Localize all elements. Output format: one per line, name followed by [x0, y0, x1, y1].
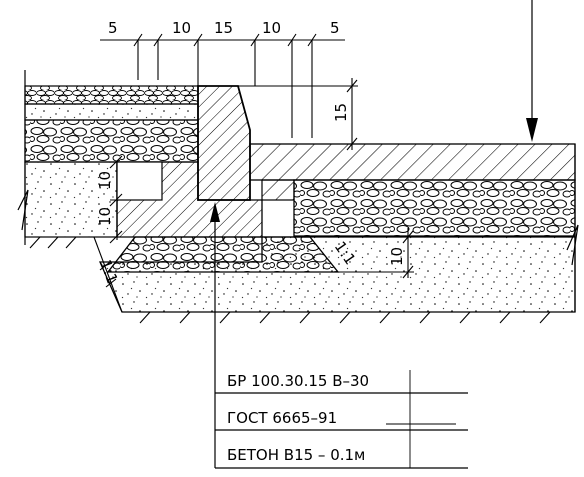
- dim-top-10-left: 10: [172, 19, 191, 37]
- gravel-layer-right: [293, 179, 576, 237]
- dim-top-5-right: 5: [330, 19, 340, 37]
- leader-line: [210, 202, 220, 468]
- break-lines: [17, 70, 579, 312]
- curb-height-dimension: [238, 78, 358, 151]
- top-dimension: [100, 33, 345, 138]
- sand-layer-upper: [24, 103, 199, 121]
- dim-left-lower: 10: [96, 207, 114, 226]
- foundation-gap: [116, 161, 163, 201]
- note-concrete: БЕТОН В15 – 0.1м: [227, 446, 365, 464]
- dim-curb-height: 15: [332, 103, 350, 122]
- left-dimensions: [109, 155, 162, 244]
- dim-top-5-left: 5: [108, 19, 118, 37]
- note-standard: ГОСТ 6665–91: [227, 409, 337, 427]
- annotation-block: [215, 370, 468, 469]
- asphalt-layer: [249, 143, 576, 181]
- dim-top-10-right: 10: [262, 19, 281, 37]
- load-arrow: [526, 0, 538, 142]
- top-small-stone-layer: [24, 85, 199, 105]
- curb-stone: [197, 85, 251, 201]
- gravel-cushion: [106, 236, 340, 273]
- gravel-layer-left: [24, 119, 199, 163]
- right-dimension: [338, 228, 414, 279]
- dim-right-lower: 10: [388, 247, 406, 266]
- asphalt-edge: [261, 179, 295, 201]
- ground-line: [25, 236, 575, 324]
- dim-top-15: 15: [214, 19, 233, 37]
- note-curb-type: БР 100.30.15 В–30: [227, 372, 369, 390]
- dim-left-upper: 10: [96, 171, 114, 190]
